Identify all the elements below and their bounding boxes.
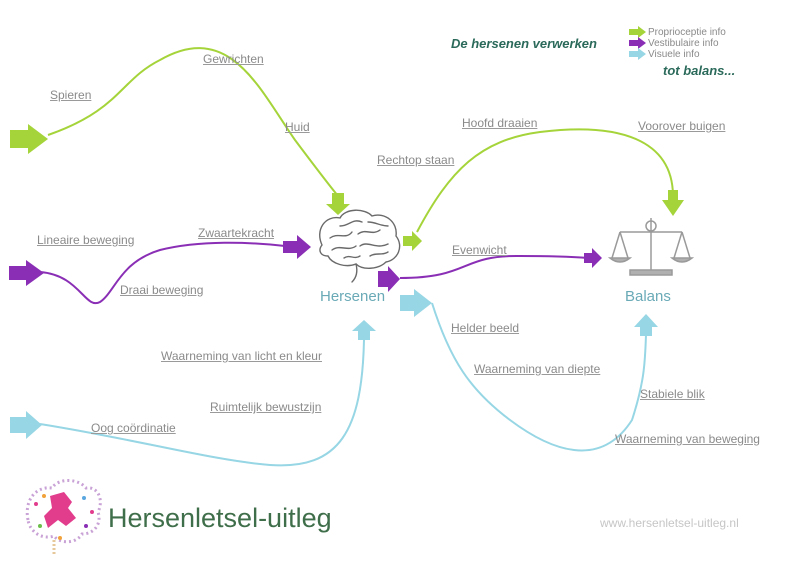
- label-hoofd: Hoofd draaien: [462, 116, 538, 130]
- label-ruimtelijk: Ruimtelijk bewustzijn: [210, 400, 322, 414]
- label-stabiele: Stabiele blik: [640, 387, 705, 401]
- visual-brain-arrow: [352, 320, 376, 340]
- vestibular-output-curve: [399, 254, 589, 279]
- proprioception-input-curve: [47, 47, 339, 197]
- brand-name: Hersenletsel-uitleg: [108, 503, 332, 533]
- label-voorover: Voorover buigen: [638, 119, 726, 133]
- proprioception-out-arrow: [403, 231, 422, 251]
- node-balance: Balans: [625, 288, 671, 305]
- proprioception-brain-arrow: [326, 193, 350, 215]
- label-evenwicht: Evenwicht: [452, 243, 507, 257]
- label-spieren: Spieren: [50, 88, 92, 102]
- label-gewrichten: Gewrichten: [203, 52, 264, 66]
- proprioception-output-curve: [416, 128, 674, 233]
- legend-proprioception-arrow: [629, 26, 646, 38]
- visual-input-curve: [39, 339, 365, 467]
- visual-balance-arrow: [634, 314, 658, 336]
- vestibular-balance-arrow: [584, 248, 602, 268]
- legend-vestibular: Vestibulaire info: [648, 38, 719, 49]
- label-licht: Waarneming van licht en kleur: [161, 349, 322, 363]
- label-diepte: Waarneming van diepte: [474, 362, 601, 376]
- visual-input-arrow: [10, 411, 42, 439]
- node-brain: Hersenen: [320, 288, 386, 305]
- visual-output-curve: [431, 302, 647, 452]
- vestibular-input-arrow: [9, 260, 44, 286]
- diagram-title-line2: tot balans...: [663, 63, 736, 78]
- label-rechtop: Rechtop staan: [377, 153, 455, 167]
- vestibular-out-arrow: [378, 266, 400, 292]
- brain-icon: [319, 209, 401, 283]
- logo-icon: [25, 479, 102, 556]
- label-draai: Draai beweging: [120, 283, 204, 297]
- scale-icon: [607, 218, 695, 276]
- label-huid: Huid: [285, 120, 310, 134]
- label-oog: Oog coördinatie: [91, 421, 176, 435]
- vestibular-input-curve: [39, 241, 286, 305]
- proprioception-input-arrow: [10, 124, 48, 154]
- legend-visual: Visuele info: [648, 49, 700, 60]
- website-url[interactable]: www.hersenletsel-uitleg.nl: [600, 516, 739, 530]
- visual-out-arrow: [400, 289, 432, 317]
- label-lineaire: Lineaire beweging: [37, 233, 135, 247]
- proprioception-balance-arrow: [662, 190, 684, 216]
- label-zwaartekracht: Zwaartekracht: [198, 226, 275, 240]
- legend-visual-arrow: [629, 48, 646, 60]
- diagram-title-line1: De hersenen verwerken: [451, 36, 597, 51]
- label-helder: Helder beeld: [451, 321, 520, 335]
- vestibular-brain-arrow: [283, 235, 311, 259]
- label-beweging: Waarneming van beweging: [615, 432, 760, 446]
- legend-proprioception: Proprioceptie info: [648, 27, 726, 38]
- legend-vestibular-arrow: [629, 37, 646, 49]
